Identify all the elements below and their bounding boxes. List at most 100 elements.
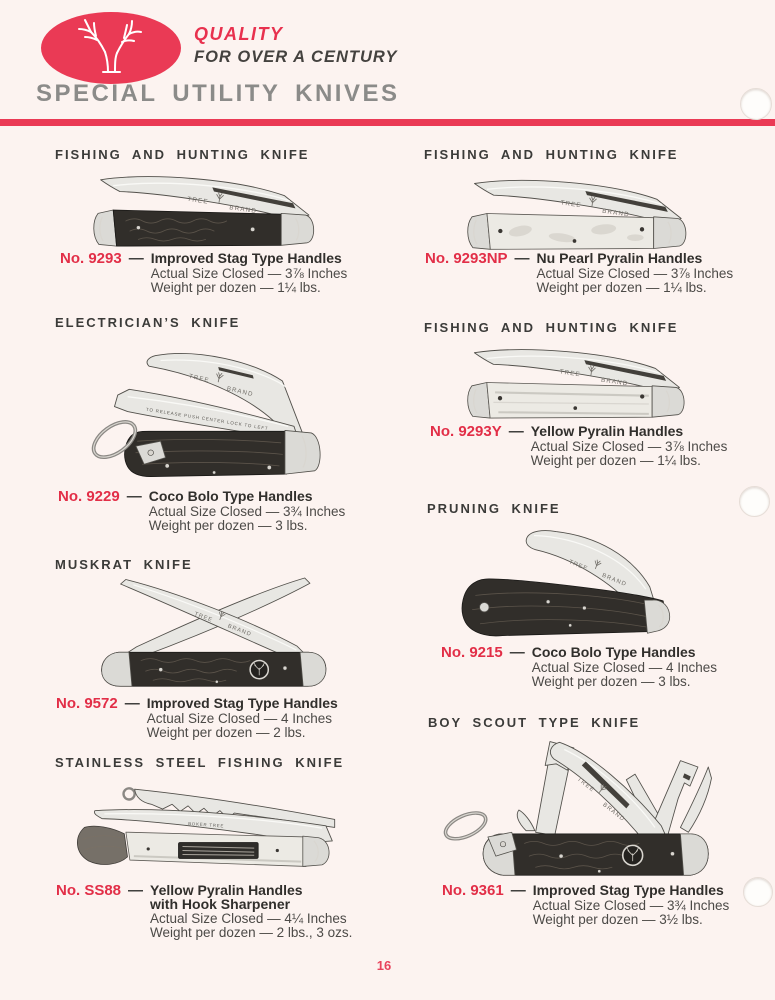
description-block: Improved Stag Type Handles Actual Size C… <box>532 882 730 927</box>
bare-tree-icon <box>78 19 142 73</box>
section-header-fishing-hunting-2: FISHING AND HUNTING KNIFE <box>424 147 679 162</box>
knife-illustration-9215: TREE BRAND <box>461 530 671 637</box>
red-rule-divider <box>0 119 775 126</box>
dash-separator: — <box>508 423 524 440</box>
dash-separator: — <box>128 250 144 267</box>
knife-illustration-9229: TREE BRAND TO RELEASE PUSH CENTER LOCK T… <box>91 353 321 478</box>
section-header-fishing-hunting-3: FISHING AND HUNTING KNIFE <box>424 320 679 335</box>
handle-name: Improved Stag Type Handles <box>146 695 338 711</box>
knife-illustration-9293: TREE BRAND <box>93 176 315 247</box>
model-number: No. 9572 <box>56 695 118 712</box>
size-line: Actual Size Closed — 3⅞ Inches <box>530 438 728 454</box>
size-line: Actual Size Closed — 3¾ Inches <box>532 897 730 913</box>
tree-brand-glyph <box>594 559 602 570</box>
weight-line: Weight per dozen — 1¼ lbs. <box>536 279 707 295</box>
caption-ss88: No. SS88 — Yellow Pyralin Handles with H… <box>56 882 353 940</box>
blade-mark-tree: TREE <box>559 368 581 378</box>
dash-separator: — <box>128 882 144 899</box>
handle-name: Improved Stag Type Handles <box>532 882 724 898</box>
size-line: Actual Size Closed — 4 Inches <box>531 659 718 675</box>
description-block: Improved Stag Type Handles Actual Size C… <box>146 695 338 740</box>
weight-line: Weight per dozen — 1¼ lbs. <box>530 452 701 468</box>
pommel <box>77 825 128 865</box>
size-line: Actual Size Closed — 4 Inches <box>146 710 333 726</box>
handle-name: Yellow Pyralin Handles <box>530 423 684 439</box>
handle-name: Nu Pearl Pyralin Handles <box>536 250 703 266</box>
tree-brand-glyph <box>598 784 607 793</box>
section-header-pruning: PRUNING KNIFE <box>427 501 561 516</box>
blade-mark-boker-tree: BOKER TREE <box>188 821 224 829</box>
weight-line: Weight per dozen — 3 lbs. <box>531 673 691 689</box>
binder-punch-hole-bottom <box>743 877 773 907</box>
tree-brand-logo-icon <box>41 12 181 84</box>
section-header-boy-scout: BOY SCOUT TYPE KNIFE <box>428 715 641 730</box>
weight-line: Weight per dozen — 2 lbs., 3 ozs. <box>150 925 353 940</box>
tree-brand-glyph <box>216 192 224 203</box>
model-number: No. SS88 <box>56 882 122 899</box>
dash-separator: — <box>126 488 142 505</box>
knife-illustration-9361: TREE BRAND <box>443 741 712 876</box>
binder-punch-hole-middle <box>739 486 770 517</box>
blade-mark-brand: BRAND <box>229 204 258 215</box>
dash-separator: — <box>510 882 526 899</box>
knife-illustration-9293np: TREE BRAND <box>467 179 687 250</box>
caption-9293np: No. 9293NP — Nu Pearl Pyralin Handles Ac… <box>425 250 734 295</box>
model-number: No. 9215 <box>441 644 503 661</box>
blade-mark-tree: TREE <box>560 199 582 209</box>
tree-brand-glyph <box>589 196 597 207</box>
weight-line: Weight per dozen — 3 lbs. <box>148 517 308 533</box>
dash-separator: — <box>124 695 140 712</box>
bail-shackle <box>443 811 488 841</box>
section-header-muskrat: MUSKRAT KNIFE <box>55 557 193 572</box>
tree-brand-glyph <box>219 610 226 621</box>
weight-line: Weight per dozen — 2 lbs. <box>146 724 306 740</box>
handle-name: Coco Bolo Type Handles <box>531 644 696 660</box>
size-line: Actual Size Closed — 4¼ Inches <box>150 911 347 926</box>
page-title: SPECIAL UTILITY KNIVES <box>36 80 400 107</box>
description-block: Coco Bolo Type Handles Actual Size Close… <box>531 644 718 689</box>
caption-9293y: No. 9293Y — Yellow Pyralin Handles Actua… <box>430 423 728 468</box>
blade-mark-tree: TREE <box>188 373 210 385</box>
caption-9293: No. 9293 — Improved Stag Type Handles Ac… <box>60 250 348 295</box>
knife-illustration-9572: TREE BRAND <box>101 577 327 687</box>
binder-punch-hole-top <box>740 88 772 120</box>
model-number: No. 9361 <box>442 882 504 899</box>
brand-tagline-text: FOR OVER A CENTURY <box>194 48 398 66</box>
caption-9572: No. 9572 — Improved Stag Type Handles Ac… <box>56 695 338 740</box>
caption-9229: No. 9229 — Coco Bolo Type Handles Actual… <box>58 488 346 533</box>
model-number: No. 9293 <box>60 250 122 267</box>
handle-name: Improved Stag Type Handles <box>150 250 342 266</box>
handle-name: Coco Bolo Type Handles <box>148 488 313 504</box>
handle-name: Yellow Pyralin Handles <box>150 882 303 898</box>
caption-9361: No. 9361 — Improved Stag Type Handles Ac… <box>442 882 730 927</box>
blade-mark-brand: BRAND <box>601 377 629 388</box>
description-block: Yellow Pyralin Handles Actual Size Close… <box>530 423 728 468</box>
tree-brand-glyph <box>216 372 224 383</box>
size-line: Actual Size Closed — 3⅞ Inches <box>536 265 734 281</box>
description-block: Improved Stag Type Handles Actual Size C… <box>150 250 348 295</box>
model-number: No. 9229 <box>58 488 120 505</box>
weight-line: Weight per dozen — 3½ lbs. <box>532 911 703 927</box>
dash-separator: — <box>509 644 525 661</box>
model-number: No. 9293NP <box>425 250 508 267</box>
size-line: Actual Size Closed — 3⅞ Inches <box>150 265 348 281</box>
blade-mark-brand: BRAND <box>602 208 630 219</box>
knife-illustration-9293y: TREE BRAND <box>467 349 685 419</box>
section-header-electricians: ELECTRICIAN’S KNIFE <box>55 315 241 330</box>
caption-9215: No. 9215 — Coco Bolo Type Handles Actual… <box>441 644 718 689</box>
blade-mark-tree: TREE <box>187 196 209 206</box>
model-number: No. 9293Y <box>430 423 502 440</box>
brand-quality-text: QUALITY <box>194 24 284 44</box>
description-block: Yellow Pyralin Handles with Hook Sharpen… <box>150 882 353 940</box>
description-block: Nu Pearl Pyralin Handles Actual Size Clo… <box>536 250 734 295</box>
page-number: 16 <box>376 958 392 973</box>
bail-shackle <box>91 420 138 460</box>
dash-separator: — <box>514 250 530 267</box>
tree-brand-glyph <box>588 365 596 376</box>
description-block: Coco Bolo Type Handles Actual Size Close… <box>148 488 346 533</box>
size-line: Actual Size Closed — 3¾ Inches <box>148 503 346 519</box>
section-header-stainless-fishing: STAINLESS STEEL FISHING KNIFE <box>55 755 345 770</box>
handle-name-line2: with Hook Sharpener <box>150 895 291 912</box>
weight-line: Weight per dozen — 1¼ lbs. <box>150 279 321 295</box>
